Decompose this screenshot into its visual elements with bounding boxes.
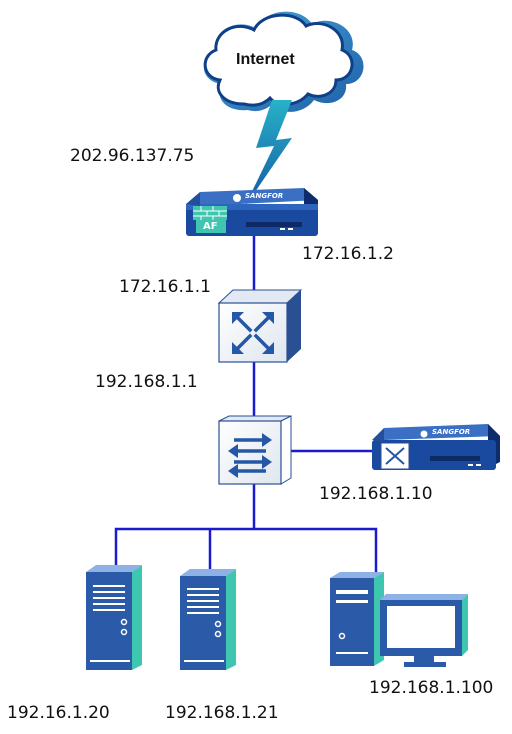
controller-brand: SANGFOR (432, 428, 471, 436)
lightning-bolt-icon (244, 100, 292, 208)
router-wan-ip-label: 172.16.1.1 (119, 277, 211, 297)
fw-lan-ip-label: 172.16.1.2 (302, 244, 394, 264)
link-bus (114, 527, 378, 573)
router-lan-ip-label: 192.168.1.1 (95, 372, 198, 392)
cloud-label: Internet (236, 51, 295, 68)
server-2-device (180, 569, 236, 670)
pc-ip-label: 192.168.1.100 (369, 678, 494, 698)
links (114, 235, 378, 573)
server-1-device (86, 565, 142, 670)
firewall-badge: AF (203, 221, 218, 232)
router-device (217, 289, 303, 363)
sangfor-logo-icon (420, 430, 428, 438)
server1-ip-label: 192.16.1.20 (7, 703, 110, 723)
switch-device (218, 415, 292, 485)
server2-ip-label: 192.168.1.21 (165, 703, 279, 723)
brick-wall-icon (193, 206, 227, 220)
firewall-device (186, 188, 318, 236)
router-arrows-icon (233, 313, 273, 353)
switch-arrows-icon (234, 438, 266, 473)
firewall-brand: SANGFOR (245, 192, 284, 200)
controller-arrows-icon (385, 447, 405, 465)
wan-ip-label: 202.96.137.75 (70, 146, 195, 166)
sangfor-logo-icon (233, 194, 241, 202)
controller-device (372, 424, 500, 470)
controller-ip-label: 192.168.1.10 (319, 484, 433, 504)
pc-device (330, 572, 468, 667)
